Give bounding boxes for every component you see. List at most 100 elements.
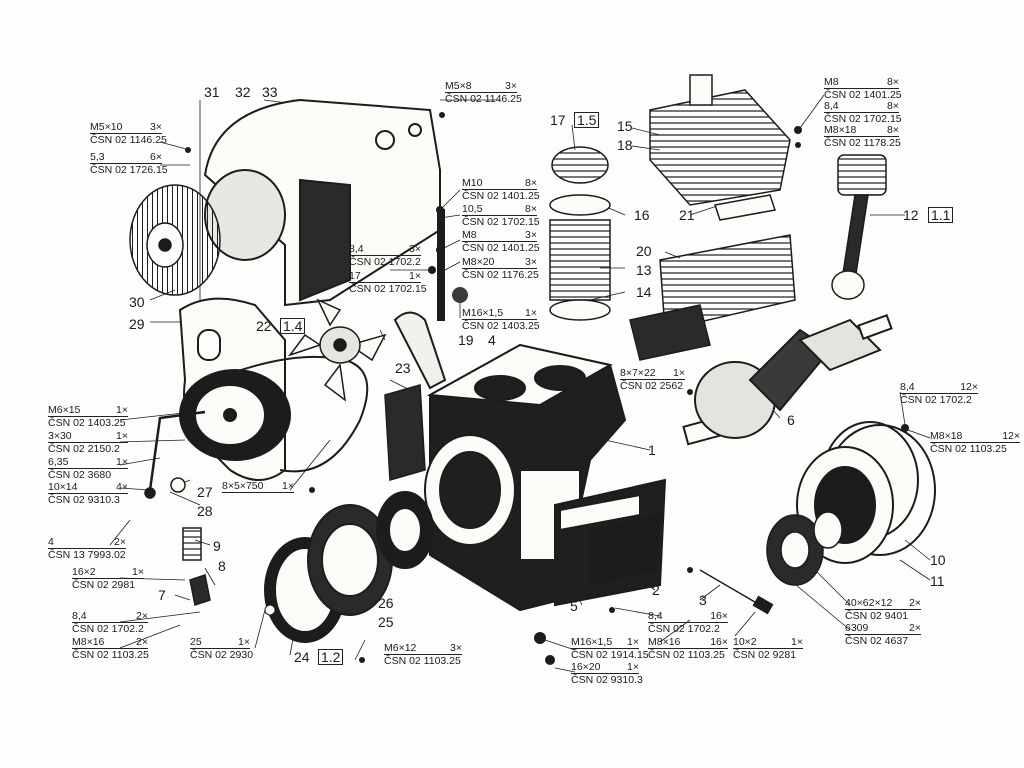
group-ref-24: 1.2 <box>318 649 344 665</box>
part-number-2: 2 <box>652 582 660 598</box>
spec-s22: 4 2× ČSN 13 7993.02 <box>48 536 126 561</box>
spec-s28-qty: 1× <box>627 636 639 648</box>
spec-s01-standard: ČSN 02 1146.25 <box>90 134 167 146</box>
small-fasteners <box>185 112 909 665</box>
part-number-3: 3 <box>699 592 707 608</box>
part-number-11: 11 <box>930 573 945 589</box>
part-number-5: 5 <box>570 598 578 614</box>
part-number-6: 6 <box>787 412 795 428</box>
spec-s30-qty: 16× <box>710 610 728 622</box>
part-number-23: 23 <box>395 360 411 376</box>
spec-s14-size: 8×7×22 <box>620 367 656 379</box>
spec-s12-qty: 1× <box>409 270 421 282</box>
spec-s22-standard: ČSN 13 7993.02 <box>48 549 126 561</box>
part-number-19: 19 <box>458 332 474 348</box>
spec-s15-qty: 12× <box>960 381 978 393</box>
part-number-8: 8 <box>218 558 226 574</box>
part-number-4: 4 <box>488 332 496 348</box>
part-number-13: 13 <box>636 262 652 278</box>
spec-s12-size: 17 <box>349 270 361 282</box>
spec-s06-qty: 8× <box>887 124 899 136</box>
crankcase-cover <box>554 478 667 607</box>
spec-s32-standard: ČSN 02 9281 <box>733 649 797 661</box>
spec-s06-size: M8×18 <box>824 124 857 136</box>
part-number-32: 32 <box>235 84 251 100</box>
spec-s25-standard: ČSN 02 1103.25 <box>72 649 149 661</box>
spec-s18: 3×30 1× ČSN 02 2150.2 <box>48 430 128 455</box>
spec-s05-size: 8,4 <box>824 100 839 112</box>
spec-s16-standard: ČSN 02 1103.25 <box>930 443 1007 455</box>
spec-s22-qty: 2× <box>114 536 126 548</box>
spec-s02-standard: ČSN 02 1726.15 <box>90 164 168 176</box>
spec-s27-size: M6×12 <box>384 642 417 654</box>
spec-s29-size: 16×20 <box>571 661 601 673</box>
spec-s21-size: 8×5×750 <box>222 480 264 492</box>
spec-s18-qty: 1× <box>116 430 128 442</box>
spec-s27-standard: ČSN 02 1103.25 <box>384 655 461 667</box>
spec-s11-qty: 3× <box>409 243 421 255</box>
spec-s09-qty: 3× <box>525 229 537 241</box>
spec-s20-standard: ČSN 02 9310.3 <box>48 494 120 506</box>
spec-s26-standard: ČSN 02 2930 <box>190 649 254 661</box>
part-number-27: 27 <box>197 484 213 500</box>
spec-s19-standard: ČSN 02 3680 <box>48 469 112 481</box>
spec-s23-standard: ČSN 02 2981 <box>72 579 136 591</box>
spec-s16-size: M8×18 <box>930 430 963 442</box>
spec-s04-standard: ČSN 02 1401.25 <box>824 89 902 101</box>
spec-s19-qty: 1× <box>116 456 128 468</box>
spec-s27-qty: 3× <box>450 642 462 654</box>
spec-s26-size: 25 <box>190 636 202 648</box>
spec-s23-size: 16×2 <box>72 566 96 578</box>
spec-s16-qty: 12× <box>1002 430 1020 442</box>
spec-s16: M8×18 12× ČSN 02 1103.25 <box>930 430 1020 455</box>
part-number-9: 9 <box>213 538 221 554</box>
spec-s12: 17 1× ČSN 02 1702.15 <box>349 270 427 295</box>
group-ref-22: 1.4 <box>280 318 306 334</box>
spec-s25-qty: 2× <box>136 636 148 648</box>
spec-s33-standard: ČSN 02 9401 <box>845 610 909 622</box>
cooling-fan <box>287 298 387 402</box>
spec-s24-qty: 2× <box>136 610 148 622</box>
v-belt <box>234 355 369 473</box>
spec-s17-standard: ČSN 02 1403.25 <box>48 417 126 429</box>
spec-s18-standard: ČSN 02 2150.2 <box>48 443 120 455</box>
spec-s12-standard: ČSN 02 1702.15 <box>349 283 427 295</box>
spec-s04-qty: 8× <box>887 76 899 88</box>
part-number-15: 15 <box>617 118 633 134</box>
group-ref-12: 1.1 <box>928 207 954 223</box>
spec-s31-size: M8×16 <box>648 636 681 648</box>
part-number-14: 14 <box>636 284 652 300</box>
side-plate <box>384 384 426 481</box>
spec-s22-size: 4 <box>48 536 54 548</box>
spec-s29-qty: 1× <box>627 661 639 673</box>
part-number-29: 29 <box>129 316 145 332</box>
cylinder-block <box>629 234 796 361</box>
spec-s18-size: 3×30 <box>48 430 72 442</box>
spec-s05-standard: ČSN 02 1702.15 <box>824 113 902 125</box>
spec-s10-size: M8×20 <box>462 256 495 268</box>
part-number-22: 22 <box>256 318 272 334</box>
spec-s32-size: 10×2 <box>733 636 757 648</box>
spec-s09-size: M8 <box>462 229 477 241</box>
part-number-12: 12 <box>903 207 919 223</box>
spec-s31-standard: ČSN 02 1103.25 <box>648 649 725 661</box>
spec-s02-size: 5,3 <box>90 151 105 163</box>
spec-s30-size: 8,4 <box>648 610 663 622</box>
dipstick <box>699 569 774 615</box>
